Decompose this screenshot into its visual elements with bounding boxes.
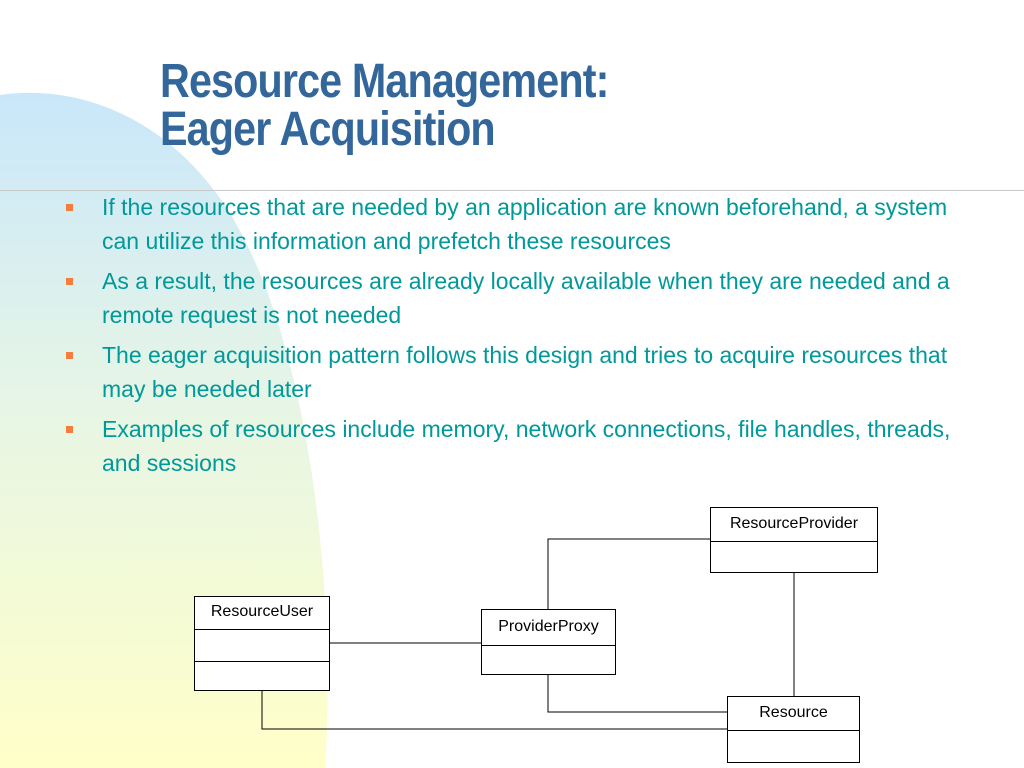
bullet-text: As a result, the resources are already l… [102, 268, 950, 328]
square-bullet-icon [66, 278, 73, 285]
class-attributes-section [195, 630, 329, 662]
class-box-resource-provider: ResourceProvider [710, 507, 878, 573]
bullet-item: The eager acquisition pattern follows th… [60, 338, 990, 406]
square-bullet-icon [66, 352, 73, 359]
class-name-resource: Resource [728, 697, 859, 731]
bullet-item: As a result, the resources are already l… [60, 264, 990, 332]
title-divider [0, 190, 1024, 191]
bullet-text: The eager acquisition pattern follows th… [102, 342, 948, 402]
square-bullet-icon [66, 426, 73, 433]
class-name-provider-proxy: ProviderProxy [482, 610, 615, 646]
class-body-section [482, 646, 615, 674]
square-bullet-icon [66, 204, 73, 211]
title-line-1: Resource Management: [160, 55, 609, 108]
class-methods-section [195, 662, 329, 691]
class-box-resource-user: ResourceUser [194, 596, 330, 691]
bullet-text: Examples of resources include memory, ne… [102, 416, 951, 476]
class-box-resource: Resource [727, 696, 860, 763]
class-body-section [728, 731, 859, 762]
bullet-list: If the resources that are needed by an a… [60, 190, 990, 486]
bullet-item: Examples of resources include memory, ne… [60, 412, 990, 480]
bullet-item: If the resources that are needed by an a… [60, 190, 990, 258]
slide-title: Resource Management: Eager Acquisition [160, 55, 609, 156]
title-line-2: Eager Acquisition [160, 103, 496, 156]
class-box-provider-proxy: ProviderProxy [481, 609, 616, 675]
class-name-resource-provider: ResourceProvider [711, 508, 877, 542]
bullet-text: If the resources that are needed by an a… [102, 194, 948, 254]
class-name-resource-user: ResourceUser [195, 597, 329, 630]
class-body-section [711, 542, 877, 572]
